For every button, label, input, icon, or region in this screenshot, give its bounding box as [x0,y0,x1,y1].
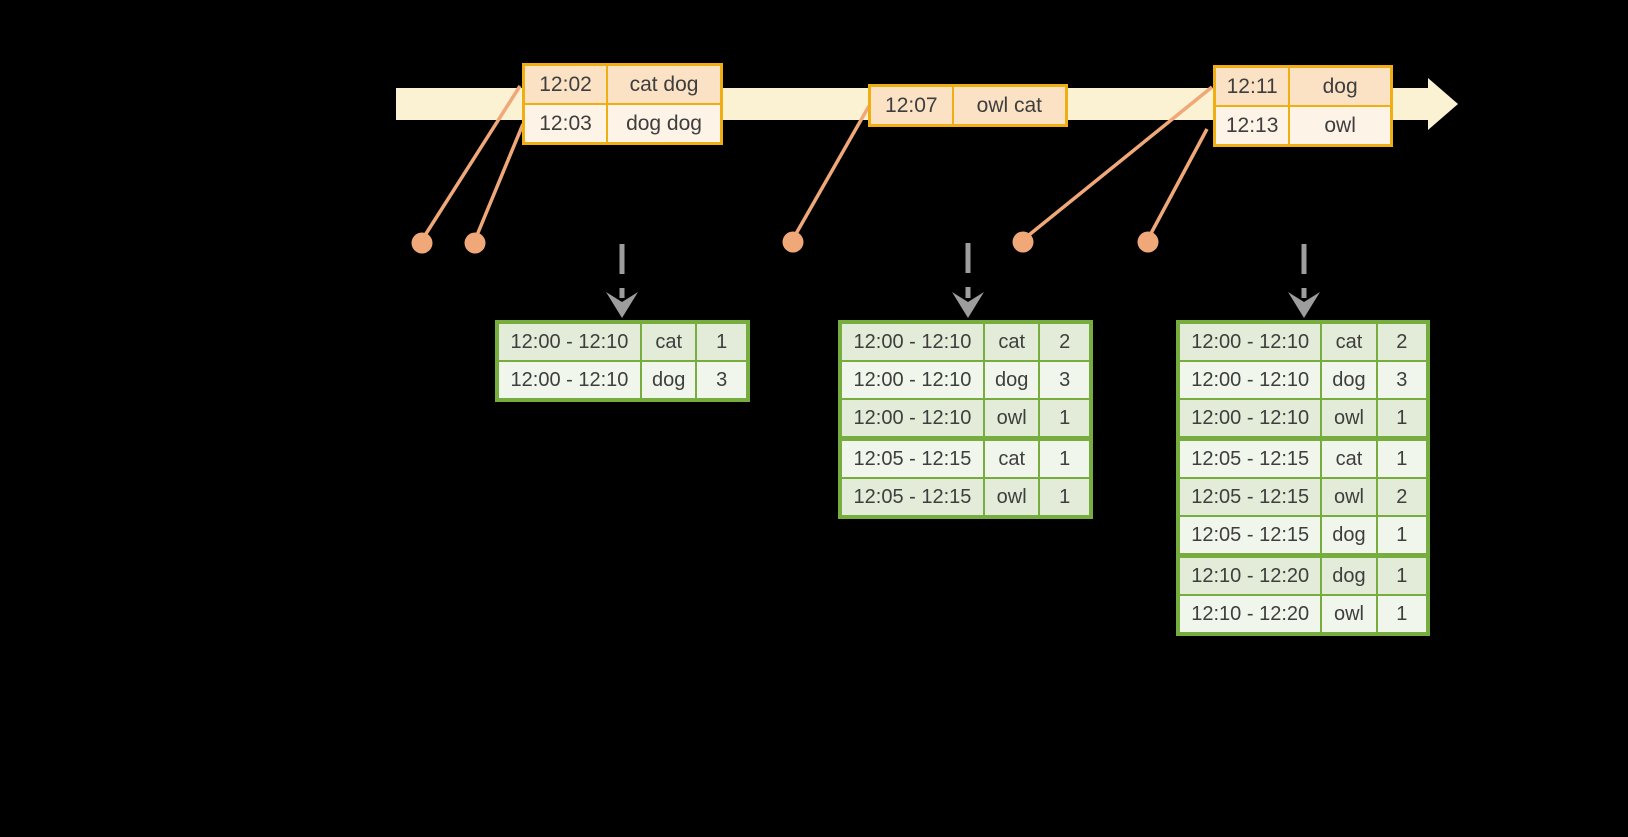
count-cell: 1 [1377,596,1426,632]
result-row: 12:00 - 12:10 dog 3 [499,362,746,398]
arrowhead-icon [606,292,638,318]
connector-line [1022,85,1214,241]
result-table-2: 12:00 - 12:10 cat 2 12:00 - 12:10 dog 3 … [838,320,1093,519]
event-time-cell: 12:03 [525,105,607,142]
event-words-cell: dog [1290,68,1390,105]
word-cell: owl [1322,596,1376,632]
count-cell: 2 [1377,324,1426,360]
count-cell: 1 [1040,441,1089,477]
word-cell: dog [984,362,1039,398]
count-cell: 1 [1377,558,1426,594]
result-row: 12:00 - 12:10 owl 1 [842,400,1089,436]
window-cell: 12:00 - 12:10 [1180,324,1321,360]
count-cell: 1 [1377,400,1426,436]
word-cell: dog [641,362,696,398]
timeline-arrowhead-icon [1428,78,1458,130]
event-time-cell: 12:11 [1216,68,1289,105]
event-row: 12:11 dog [1216,68,1390,105]
result-row: 12:00 - 12:10 cat 2 [842,324,1089,360]
window-cell: 12:05 - 12:15 [1180,517,1321,553]
word-cell: owl [1322,400,1376,436]
event-words-cell: cat dog [608,66,720,103]
count-cell: 3 [697,362,746,398]
window-cell: 12:00 - 12:10 [499,324,640,360]
event-dot [1012,231,1034,253]
trigger-arrow [606,244,638,318]
window-cell: 12:10 - 12:20 [1180,558,1321,594]
result-row: 12:05 - 12:15 owl 1 [842,479,1089,515]
event-row: 12:13 owl [1216,107,1390,144]
result-row: 12:00 - 12:10 dog 3 [842,362,1089,398]
window-cell: 12:00 - 12:10 [842,362,983,398]
count-cell: 2 [1040,324,1089,360]
result-row: 12:00 - 12:10 cat 2 [1180,324,1426,360]
word-cell: cat [1322,441,1376,477]
window-cell: 12:00 - 12:10 [1180,362,1321,398]
window-cell: 12:00 - 12:10 [842,400,983,436]
event-words-cell: owl [1290,107,1390,144]
event-table-1: 12:02 cat dog 12:03 dog dog [522,63,723,145]
word-cell: dog [1322,362,1376,398]
count-cell: 3 [1040,362,1089,398]
window-cell: 12:05 - 12:15 [1180,441,1321,477]
event-dot [1137,231,1159,253]
word-cell: cat [641,324,696,360]
window-cell: 12:05 - 12:15 [842,479,983,515]
connector-line [791,105,871,240]
result-row: 12:05 - 12:15 owl 2 [1180,479,1426,515]
event-time-cell: 12:02 [525,66,607,103]
word-cell: cat [1322,324,1376,360]
event-words-cell: owl cat [953,87,1065,124]
count-cell: 2 [1377,479,1426,515]
event-row: 12:03 dog dog [525,105,720,142]
result-row: 12:10 - 12:20 owl 1 [1180,596,1426,632]
count-cell: 1 [1040,479,1089,515]
word-cell: cat [984,441,1039,477]
event-table-3: 12:11 dog 12:13 owl [1213,65,1393,147]
window-cell: 12:05 - 12:15 [1180,479,1321,515]
window-cell: 12:10 - 12:20 [1180,596,1321,632]
word-cell: cat [984,324,1039,360]
event-table-2: 12:07 owl cat [868,84,1068,127]
word-cell: dog [1322,517,1376,553]
event-time-cell: 12:07 [871,87,952,124]
event-row: 12:02 cat dog [525,66,720,103]
result-row: 12:10 - 12:20 dog 1 [1180,558,1426,594]
trigger-arrow [1288,244,1320,318]
count-cell: 1 [1377,441,1426,477]
connector-line [420,85,522,241]
result-row: 12:05 - 12:15 cat 1 [1180,441,1426,477]
event-time-cell: 12:13 [1216,107,1289,144]
word-cell: owl [984,479,1039,515]
window-cell: 12:00 - 12:10 [842,324,983,360]
event-dot [464,232,486,254]
result-row: 12:05 - 12:15 cat 1 [842,441,1089,477]
result-row: 12:05 - 12:15 dog 1 [1180,517,1426,553]
connector-line [1146,128,1209,240]
result-row: 12:00 - 12:10 owl 1 [1180,400,1426,436]
count-cell: 3 [1377,362,1426,398]
event-dot [411,232,433,254]
trigger-arrow [952,243,984,318]
count-cell: 1 [697,324,746,360]
window-cell: 12:05 - 12:15 [842,441,983,477]
arrowhead-icon [1288,292,1320,318]
result-row: 12:00 - 12:10 cat 1 [499,324,746,360]
count-cell: 1 [1040,400,1089,436]
word-cell: owl [984,400,1039,436]
event-row: 12:07 owl cat [871,87,1065,124]
word-cell: owl [1322,479,1376,515]
window-cell: 12:00 - 12:10 [499,362,640,398]
window-cell: 12:00 - 12:10 [1180,400,1321,436]
connector-line [473,123,525,241]
result-table-1: 12:00 - 12:10 cat 1 12:00 - 12:10 dog 3 [495,320,750,402]
result-table-3: 12:00 - 12:10 cat 2 12:00 - 12:10 dog 3 … [1176,320,1430,636]
event-words-cell: dog dog [608,105,720,142]
event-dot [782,231,804,253]
result-row: 12:00 - 12:10 dog 3 [1180,362,1426,398]
word-cell: dog [1322,558,1376,594]
count-cell: 1 [1377,517,1426,553]
arrowhead-icon [952,292,984,318]
